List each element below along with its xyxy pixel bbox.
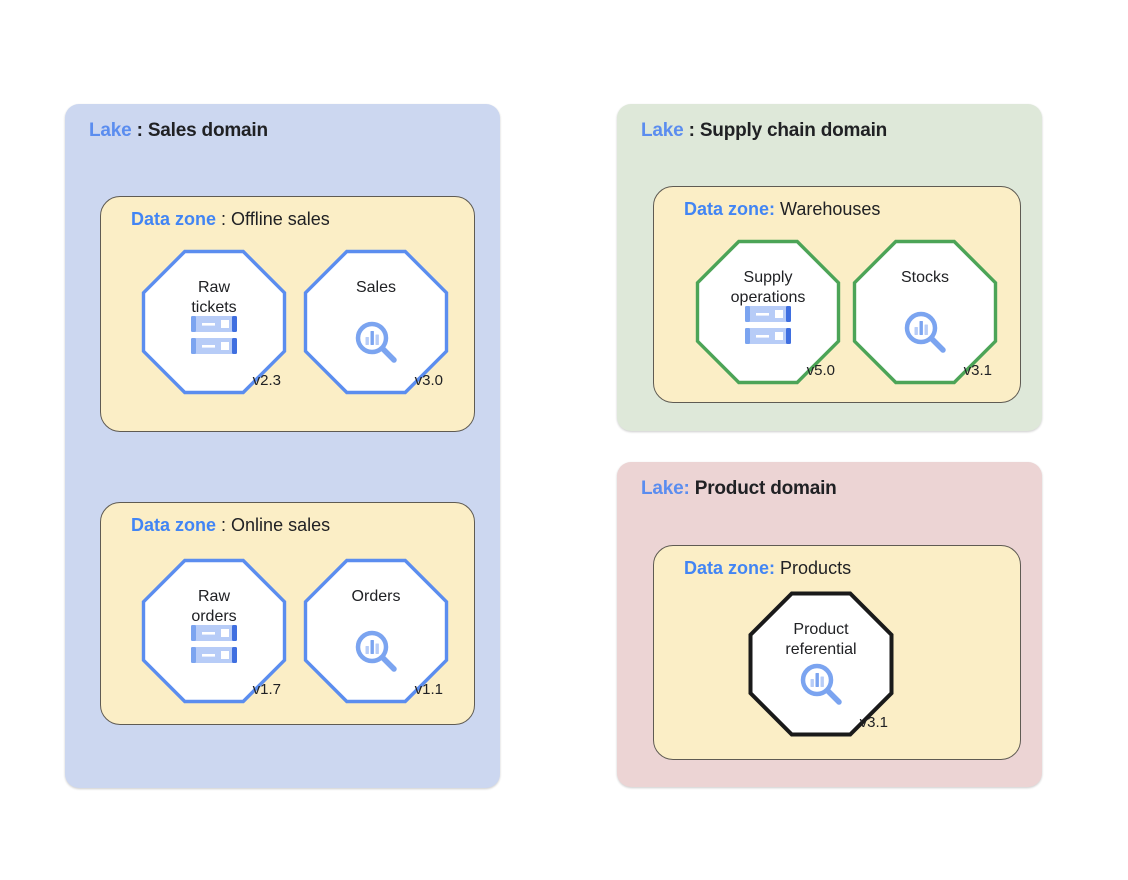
data-zone-name: Warehouses <box>780 199 881 219</box>
lake-title-sales: Lake : Sales domain <box>89 120 268 142</box>
data-zone-name: Products <box>780 558 852 578</box>
lake-separator: : <box>683 478 695 499</box>
data-zone-separator: : <box>216 515 232 535</box>
lake-keyword: Lake <box>641 478 684 499</box>
lake-name: Product domain <box>694 478 837 499</box>
lake-separator: : <box>683 120 700 141</box>
data-zone-title-warehouses: Data zone: Warehouses <box>684 199 880 220</box>
lake-keyword: Lake <box>641 120 684 141</box>
data-zone-separator: : <box>769 558 781 578</box>
data-zone-keyword: Data zone <box>684 199 770 219</box>
data-zone-separator: : <box>216 209 232 229</box>
data-zone-title-products: Data zone: Products <box>684 558 851 579</box>
data-zone-separator: : <box>769 199 781 219</box>
data-zone-keyword: Data zone <box>684 558 770 578</box>
data-zone-name: Offline sales <box>231 209 330 229</box>
lake-name: Supply chain domain <box>699 120 888 141</box>
lake-separator: : <box>131 120 148 141</box>
data-zone-title-online-sales: Data zone : Online sales <box>131 515 330 536</box>
lake-name: Sales domain <box>147 120 268 141</box>
data-zone-name: Online sales <box>231 515 331 535</box>
lake-title-product: Lake: Product domain <box>641 478 837 500</box>
lake-keyword: Lake <box>89 120 132 141</box>
data-zone-title-offline-sales: Data zone : Offline sales <box>131 209 330 230</box>
data-zone-keyword: Data zone <box>131 209 217 229</box>
data-zone-keyword: Data zone <box>131 515 217 535</box>
lake-title-supply-chain: Lake : Supply chain domain <box>641 120 887 142</box>
